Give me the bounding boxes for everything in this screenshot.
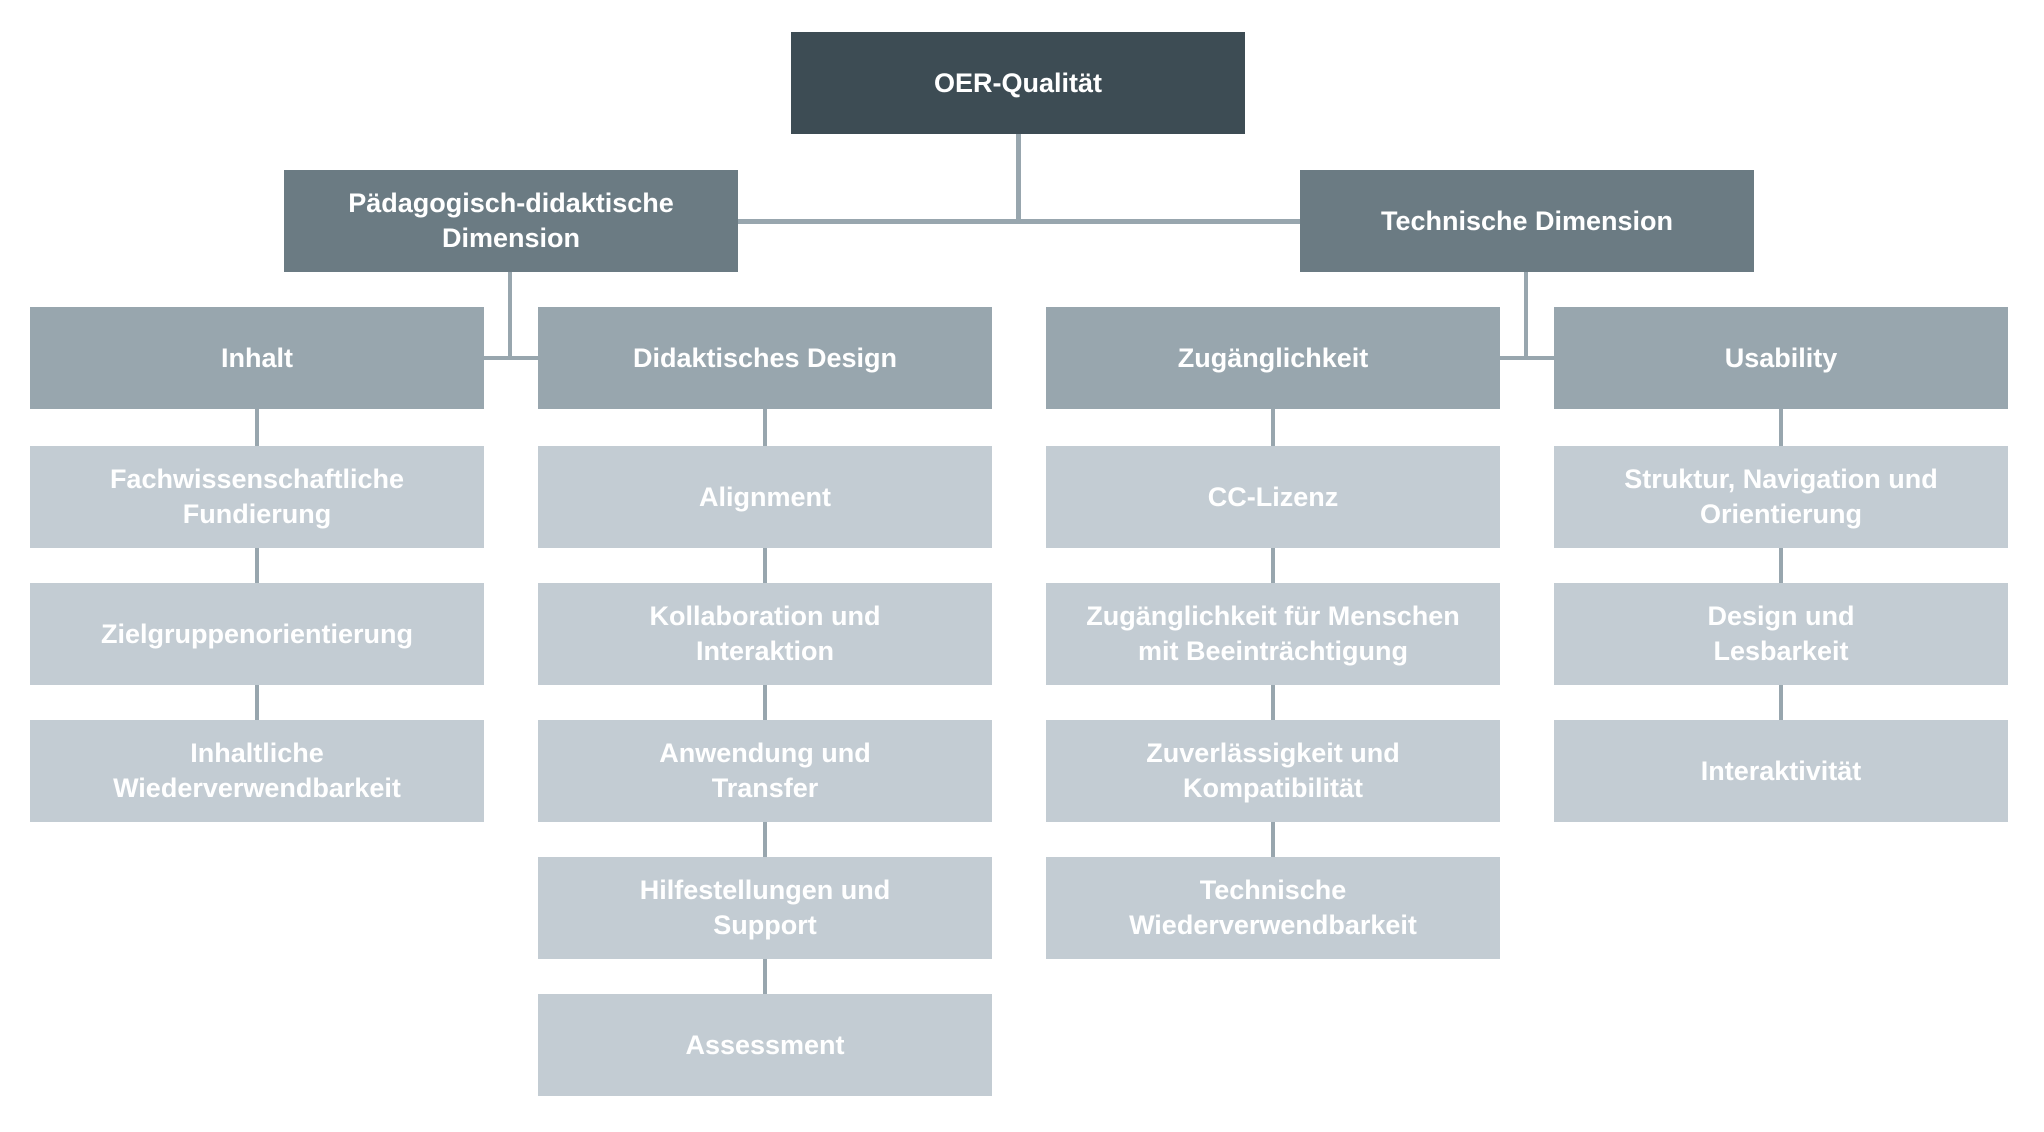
header-node-zugaenglichkeit: Zugänglichkeit — [1046, 307, 1500, 409]
root-node-oer-qualitaet: OER-Qualität — [791, 32, 1245, 134]
criterion-node-struktur-navigation-orientierung: Struktur, Navigation und Orientierung — [1554, 446, 2008, 548]
criterion-node-technische-wiederverwendbarkeit: Technische Wiederverwendbarkeit — [1046, 857, 1500, 959]
criterion-node-hilfestellungen-und-support: Hilfestellungen und Support — [538, 857, 992, 959]
criterion-node-alignment: Alignment — [538, 446, 992, 548]
connector-column-inhalt — [255, 409, 259, 720]
criterion-node-fachwissenschaftliche-fundierung: Fachwissenschaftliche Fundierung — [30, 446, 484, 548]
connector-column-usability — [1779, 409, 1783, 720]
connector-branch2-vertical — [1524, 272, 1528, 360]
criterion-node-assessment: Assessment — [538, 994, 992, 1096]
criterion-node-kollaboration-und-interaktion: Kollaboration und Interaktion — [538, 583, 992, 685]
criterion-node-anwendung-und-transfer: Anwendung und Transfer — [538, 720, 992, 822]
header-node-inhalt: Inhalt — [30, 307, 484, 409]
connector-column-didaktisches — [763, 409, 767, 994]
criterion-node-design-und-lesbarkeit: Design und Lesbarkeit — [1554, 583, 2008, 685]
connector-root-horizontal — [738, 219, 1300, 224]
connector-branch2-horizontal — [1500, 356, 1554, 360]
connector-branch1-horizontal — [484, 356, 538, 360]
header-node-didaktisches-design: Didaktisches Design — [538, 307, 992, 409]
branch-node-technische-dimension: Technische Dimension — [1300, 170, 1754, 272]
criterion-node-zielgruppenorientierung: Zielgruppenorientierung — [30, 583, 484, 685]
criterion-node-zuverlaessigkeit-und-kompatibilitaet: Zuverlässigkeit und Kompatibilität — [1046, 720, 1500, 822]
branch-node-paedagogisch-didaktische-dimension: Pädagogisch-didaktische Dimension — [284, 170, 738, 272]
criterion-node-zugaenglichkeit-fuer-menschen: Zugänglichkeit für Menschen mit Beeinträ… — [1046, 583, 1500, 685]
header-node-usability: Usability — [1554, 307, 2008, 409]
criterion-node-cc-lizenz: CC-Lizenz — [1046, 446, 1500, 548]
connector-root-vertical — [1016, 134, 1021, 224]
connector-branch1-vertical — [508, 272, 512, 360]
criterion-node-inhaltliche-wiederverwendbarkeit: Inhaltliche Wiederverwendbarkeit — [30, 720, 484, 822]
criterion-node-interaktivitaet: Interaktivität — [1554, 720, 2008, 822]
